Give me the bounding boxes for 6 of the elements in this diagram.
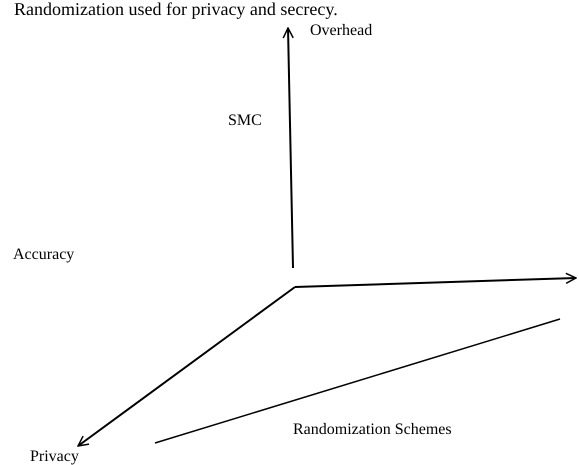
title: Randomization used for privacy and secrecy. (14, 0, 338, 18)
axis-label: Overhead (310, 22, 372, 40)
axis-label: SMC (228, 112, 262, 130)
axis-label: Privacy (30, 448, 79, 465)
axis-label: Randomization Schemes (293, 421, 452, 439)
axis-label: Accuracy (13, 246, 74, 264)
